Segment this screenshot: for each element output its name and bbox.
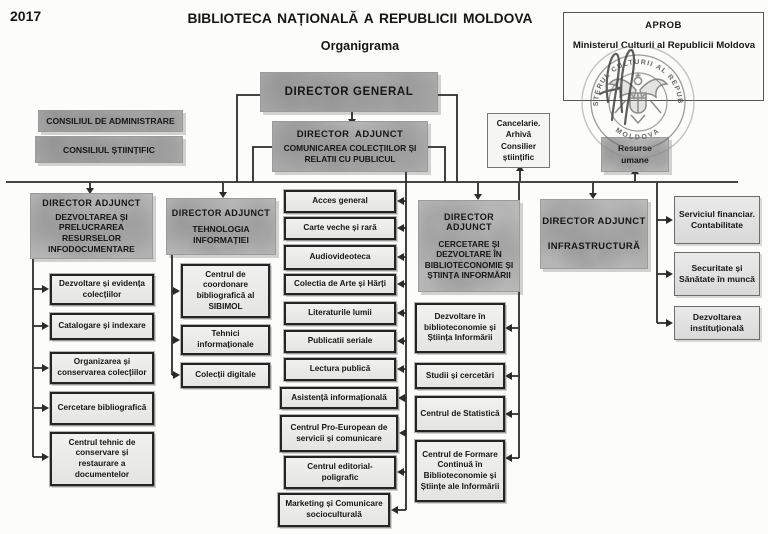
deputy-it-division: TEHNOLOGIA INFORMAȚIEI bbox=[192, 223, 250, 245]
page-title: BIBLIOTECA NAȚIONALĂ A REPUBLICII MOLDOV… bbox=[187, 10, 533, 26]
approval-ministry: Ministerul Culturii al Republicii Moldov… bbox=[572, 39, 756, 51]
director-general-box: DIRECTOR GENERAL bbox=[260, 72, 438, 112]
deputy-communication-title: DIRECTOR ADJUNCT bbox=[296, 128, 404, 140]
chancellery-line: Arhivă bbox=[505, 130, 532, 140]
unit-publicatii-seriale: Publicatii seriale bbox=[284, 330, 396, 353]
unit-carte-veche: Carte veche și rară bbox=[284, 217, 396, 240]
page-subtitle: Organigrama bbox=[320, 39, 400, 53]
unit-centrul-editorial: Centrul editorial-poligrafic bbox=[284, 456, 396, 489]
unit-cercetare-bibliografica: Cercetare bibliografică bbox=[50, 392, 154, 425]
unit-audiovideoteca: Audiovideoteca bbox=[284, 245, 396, 270]
unit-acces-general: Acces general bbox=[284, 190, 396, 213]
deputy-infrastructure-division: INFRASTRUCTURĂ bbox=[547, 240, 641, 252]
deputy-development-division: DEZVOLTAREA ȘI PRELUCRAREA RESURSELOR IN… bbox=[48, 211, 135, 254]
deputy-development-title: DIRECTOR ADJUNCT bbox=[42, 197, 141, 208]
unit-securitate-sanatate: Securitate și Sănătate în muncă bbox=[674, 252, 760, 296]
unit-asistenta-informationala: Asistență informațională bbox=[280, 387, 398, 409]
approval-box: APROB Ministerul Culturii al Republicii … bbox=[563, 12, 764, 101]
deputy-research-title: DIRECTOR ADJUNCT bbox=[443, 211, 495, 232]
unit-centrul-statistica: Centrul de Statistică bbox=[415, 396, 505, 432]
chancellery-box: Cancelarie. Arhivă Consilier științific bbox=[487, 113, 550, 168]
deputy-development-box: DIRECTOR ADJUNCT DEZVOLTAREA ȘI PRELUCRA… bbox=[30, 193, 153, 259]
deputy-it-box: DIRECTOR ADJUNCT TEHNOLOGIA INFORMAȚIEI bbox=[166, 198, 276, 255]
unit-literaturile-lumii: Literaturile lumii bbox=[284, 302, 396, 325]
unit-marketing-comunicare: Marketing și Comunicare socioculturală bbox=[278, 493, 390, 527]
unit-centrul-tehnic: Centrul tehnic de conservare și restaura… bbox=[50, 432, 154, 486]
deputy-infrastructure-title: DIRECTOR ADJUNCT bbox=[542, 216, 646, 228]
chancellery-line: științific bbox=[502, 152, 535, 162]
chancellery-line: Consilier bbox=[500, 141, 537, 151]
unit-dezvoltare-biblioteconomie: Dezvoltare în biblioteconomie și Știința… bbox=[415, 303, 505, 353]
unit-colectia-arte-harti: Colectia de Arte și Hărți bbox=[284, 274, 396, 295]
deputy-research-box: DIRECTOR ADJUNCT CERCETARE ȘI DEZVOLTARE… bbox=[418, 200, 520, 292]
deputy-research-division: CERCETARE ȘI DEZVOLTARE ÎN BIBLIOTECONOM… bbox=[424, 238, 514, 280]
unit-sibimol: Centrul de coordonare bibliografică al S… bbox=[181, 264, 270, 318]
unit-catalogare: Catalogare și indexare bbox=[50, 313, 154, 340]
deputy-infrastructure-box: DIRECTOR ADJUNCT INFRASTRUCTURĂ bbox=[540, 199, 648, 269]
unit-centrul-pro-european: Centrul Pro-European de servicii și comu… bbox=[280, 415, 398, 452]
unit-organizarea-conservarea: Organizarea și conservarea colecțiilor bbox=[50, 352, 154, 384]
year-label: 2017 bbox=[10, 8, 42, 24]
unit-centrul-formare-continua: Centrul de Formare Continuă în Bibliotec… bbox=[415, 440, 505, 502]
unit-studii-cercetari: Studii și cercetări bbox=[415, 363, 505, 389]
hr-box: Resurse umane bbox=[601, 137, 669, 172]
council-scientific-box: CONSILIUL ȘTIINȚIFIC bbox=[35, 136, 183, 163]
deputy-communication-box: DIRECTOR ADJUNCT COMUNICAREA COLECȚIILOR… bbox=[272, 121, 428, 172]
unit-tehnici-informationale: Tehnici informaționale bbox=[181, 325, 270, 355]
unit-serviciul-financiar: Serviciul financiar. Contabilitate bbox=[674, 196, 760, 244]
unit-dezvoltare-evidenta: Dezvoltare și evidența colecțiilor bbox=[50, 274, 154, 305]
deputy-it-title: DIRECTOR ADJUNCT bbox=[171, 207, 271, 218]
approval-label: APROB bbox=[645, 19, 682, 31]
deputy-communication-division: COMUNICAREA COLECȚIILOR ȘI RELATII CU PU… bbox=[283, 142, 417, 164]
unit-lectura-publica: Lectura publică bbox=[284, 358, 396, 381]
chancellery-line: Cancelarie. bbox=[496, 118, 541, 128]
unit-colectii-digitale: Colecții digitale bbox=[181, 363, 270, 388]
council-administration-box: CONSILIUL DE ADMINISTRARE bbox=[38, 110, 183, 132]
unit-dezvoltarea-institutionala: Dezvoltarea instituțională bbox=[674, 306, 760, 340]
